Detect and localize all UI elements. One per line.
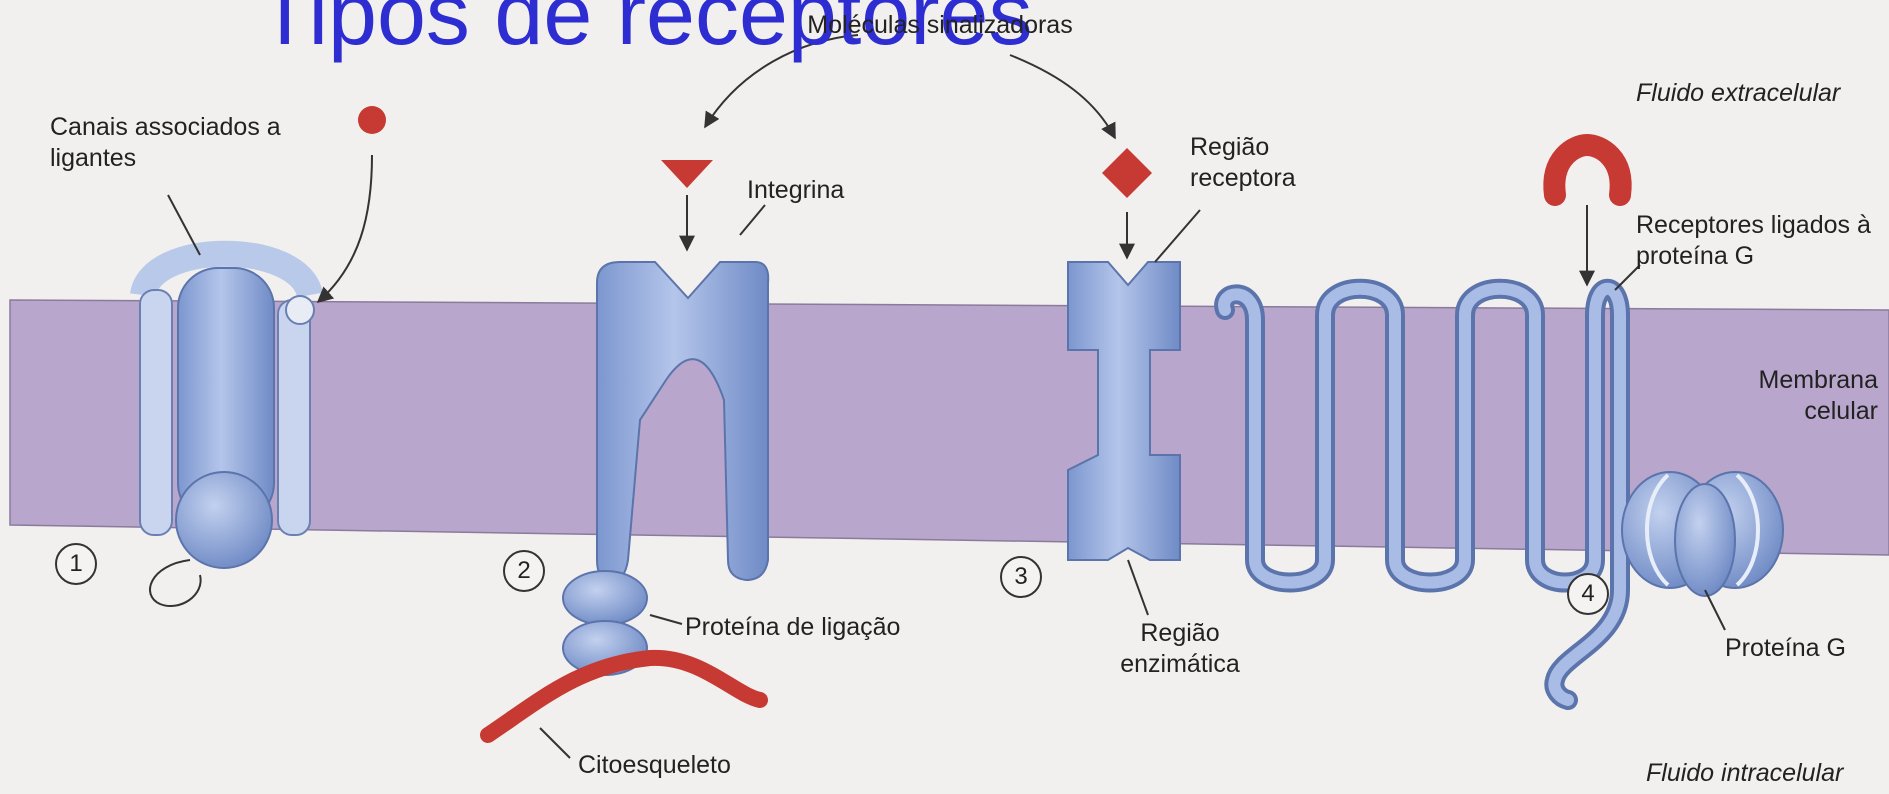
ligand-channels-label: Canais associados a ligantes [50, 112, 320, 175]
enzymatic-region-label: Região enzimática [1105, 618, 1255, 681]
receptor-number-2: 2 [503, 550, 545, 592]
ligand-circle-icon [358, 106, 386, 134]
g-protein [1622, 472, 1783, 596]
leader-enzymatic-region [1128, 560, 1148, 615]
membrane-label: Membrana celular [1730, 365, 1878, 428]
g-protein-label: Proteína G [1725, 633, 1846, 664]
ligand-arrow-1 [318, 155, 372, 302]
leader-integrin [740, 205, 765, 235]
cytoskeleton-label: Citoesqueleto [578, 750, 731, 781]
receptor-number-3: 3 [1000, 556, 1042, 598]
triangle-ligand-icon [661, 160, 713, 188]
integrin-label: Integrina [747, 175, 844, 206]
binding-protein-label: Proteína de ligação [685, 612, 900, 643]
signal-arrow-right [1010, 55, 1115, 138]
g-protein-receptors-label: Receptores ligados à proteína G [1636, 210, 1886, 273]
receptor-region-label: Região receptora [1190, 132, 1340, 195]
extracellular-label: Fluido extracelular [1636, 78, 1840, 109]
arc-ligand-icon [1554, 145, 1620, 195]
leader-receptor-region [1155, 210, 1200, 262]
leader-cytoskeleton [540, 728, 570, 758]
ligand-gated-channel [140, 254, 314, 606]
intracellular-label: Fluido intracelular [1646, 758, 1843, 789]
signal-molecules-label: Moléculas sinalizadoras [790, 10, 1090, 41]
receptor-number-1: 1 [55, 543, 97, 585]
diamond-ligand-icon [1102, 148, 1152, 198]
cytoskeleton-fiber [488, 658, 760, 735]
receptor-number-4: 4 [1567, 573, 1609, 615]
leader-binding-protein [650, 615, 682, 624]
leader-g-protein [1705, 590, 1725, 630]
